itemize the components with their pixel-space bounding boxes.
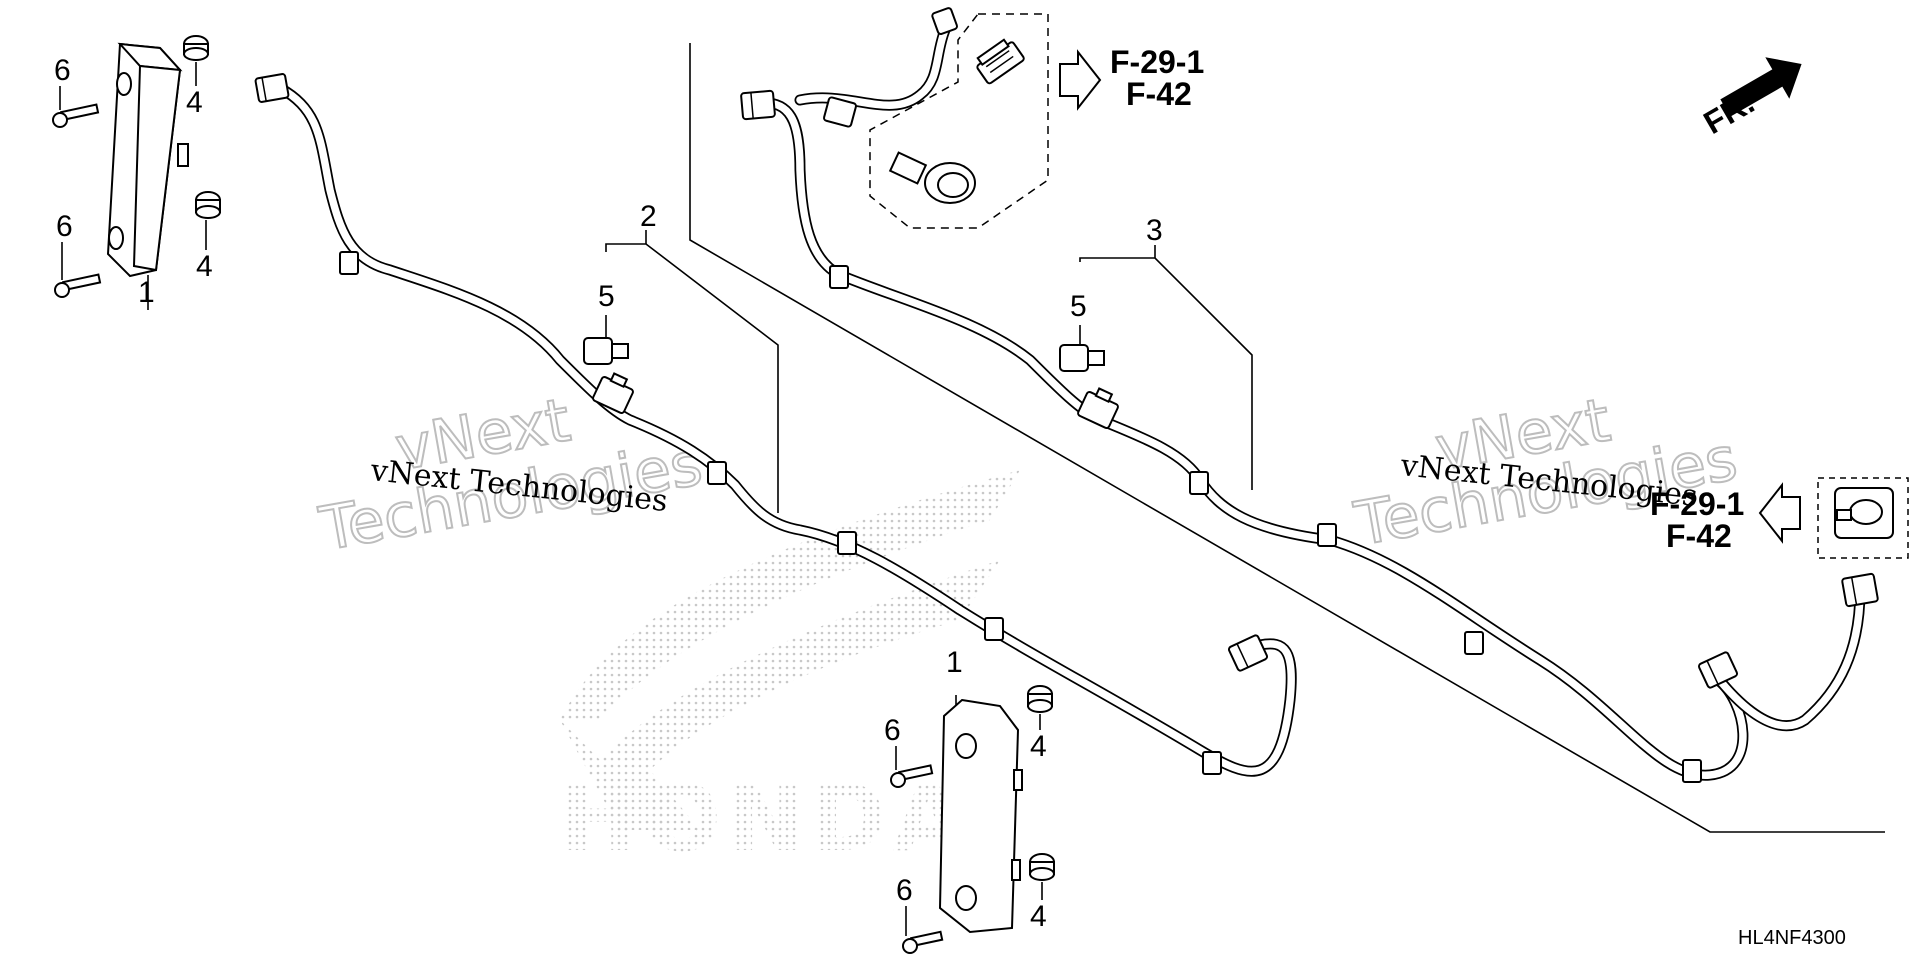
callout-4-d: 4 bbox=[1030, 900, 1047, 933]
harness-2-connector-mid bbox=[592, 372, 634, 414]
diagram-code: HL4NF4300 bbox=[1738, 927, 1846, 949]
callout-6-c: 6 bbox=[884, 714, 901, 747]
harness-2-wire-inner bbox=[276, 84, 1295, 775]
callout-1-bottom: 1 bbox=[946, 646, 963, 679]
reference-right: F-29-1 F-42 bbox=[1650, 477, 1909, 559]
collar-part-4-a bbox=[183, 35, 209, 61]
clip-part-5-b bbox=[1059, 344, 1105, 372]
brand-watermark: HONDA bbox=[560, 470, 1020, 872]
boundary-lines bbox=[147, 43, 1885, 833]
ref-arrow-left-icon bbox=[1758, 482, 1801, 544]
harness-3-connector-top-end bbox=[931, 7, 958, 35]
ref-top-line1: F-29-1 bbox=[1110, 44, 1204, 80]
callout-1-top: 1 bbox=[138, 276, 155, 309]
socket-inset-part bbox=[1834, 487, 1894, 539]
front-arrow-icon bbox=[1720, 57, 1802, 117]
divider-line bbox=[689, 43, 1885, 833]
callout-6-d: 6 bbox=[896, 874, 913, 907]
harness-2 bbox=[254, 73, 1297, 777]
collar-part-4-c bbox=[1027, 685, 1053, 713]
screw-part-6-b bbox=[54, 273, 102, 298]
collar-part-4-b bbox=[195, 191, 221, 219]
lamp-part-1-bottom bbox=[938, 698, 1023, 934]
ref-right-line1: F-29-1 bbox=[1650, 486, 1744, 522]
front-direction-indicator: FR. bbox=[1698, 57, 1802, 141]
callout-3: 3 bbox=[1146, 214, 1163, 247]
reference-top: F-29-1 F-42 bbox=[1059, 44, 1204, 112]
screw-part-6-c bbox=[890, 764, 934, 788]
harness-3-clips bbox=[829, 265, 1702, 783]
callout-2: 2 bbox=[640, 200, 657, 233]
ref-right-dashed-box bbox=[1817, 477, 1909, 559]
wing-logo bbox=[560, 470, 1020, 830]
watermark-left: vNext Technologies vNext Technologies bbox=[313, 384, 708, 566]
callout-4-c: 4 bbox=[1030, 730, 1047, 763]
brand-watermark-text: HONDA bbox=[560, 765, 970, 872]
screw-part-6-d bbox=[902, 930, 944, 954]
power-socket-part bbox=[888, 151, 976, 204]
harness-3-connector-top-left bbox=[740, 89, 776, 121]
harness-2-clips bbox=[339, 251, 1222, 775]
harness-3-connector-top-mid bbox=[823, 96, 857, 128]
callout-4-b: 4 bbox=[196, 250, 213, 283]
screw-part-6-a bbox=[52, 103, 100, 128]
callout-6-b: 6 bbox=[56, 210, 73, 243]
harness-3-branch-end bbox=[1709, 584, 1866, 732]
ref-right-line2: F-42 bbox=[1666, 518, 1732, 554]
ref-top-line2: F-42 bbox=[1126, 76, 1192, 112]
callout-6-a: 6 bbox=[54, 54, 71, 87]
harness-3-connector-mid bbox=[1077, 387, 1119, 429]
harness-3 bbox=[740, 7, 1879, 783]
callout-5-a: 5 bbox=[598, 280, 615, 313]
harness-2-connector-right bbox=[1227, 634, 1269, 672]
clip-part-5-a bbox=[583, 337, 629, 365]
harness-3-connector-end bbox=[1841, 572, 1879, 608]
callout-5-b: 5 bbox=[1070, 290, 1087, 323]
callout-4-a: 4 bbox=[186, 86, 203, 119]
ref-arrow-right-icon bbox=[1059, 49, 1102, 111]
switch-part bbox=[976, 38, 1025, 85]
collar-part-4-d bbox=[1029, 853, 1055, 881]
lamp-part-1-top bbox=[106, 42, 189, 278]
callout-numbers: 1 1 2 3 4 4 4 4 5 5 6 6 6 6 bbox=[54, 54, 1163, 933]
harness-2-connector-end bbox=[254, 73, 290, 103]
harness-3-connector-right bbox=[1697, 651, 1739, 689]
callout-leaders bbox=[59, 62, 1043, 936]
inset-group bbox=[869, 13, 1049, 229]
